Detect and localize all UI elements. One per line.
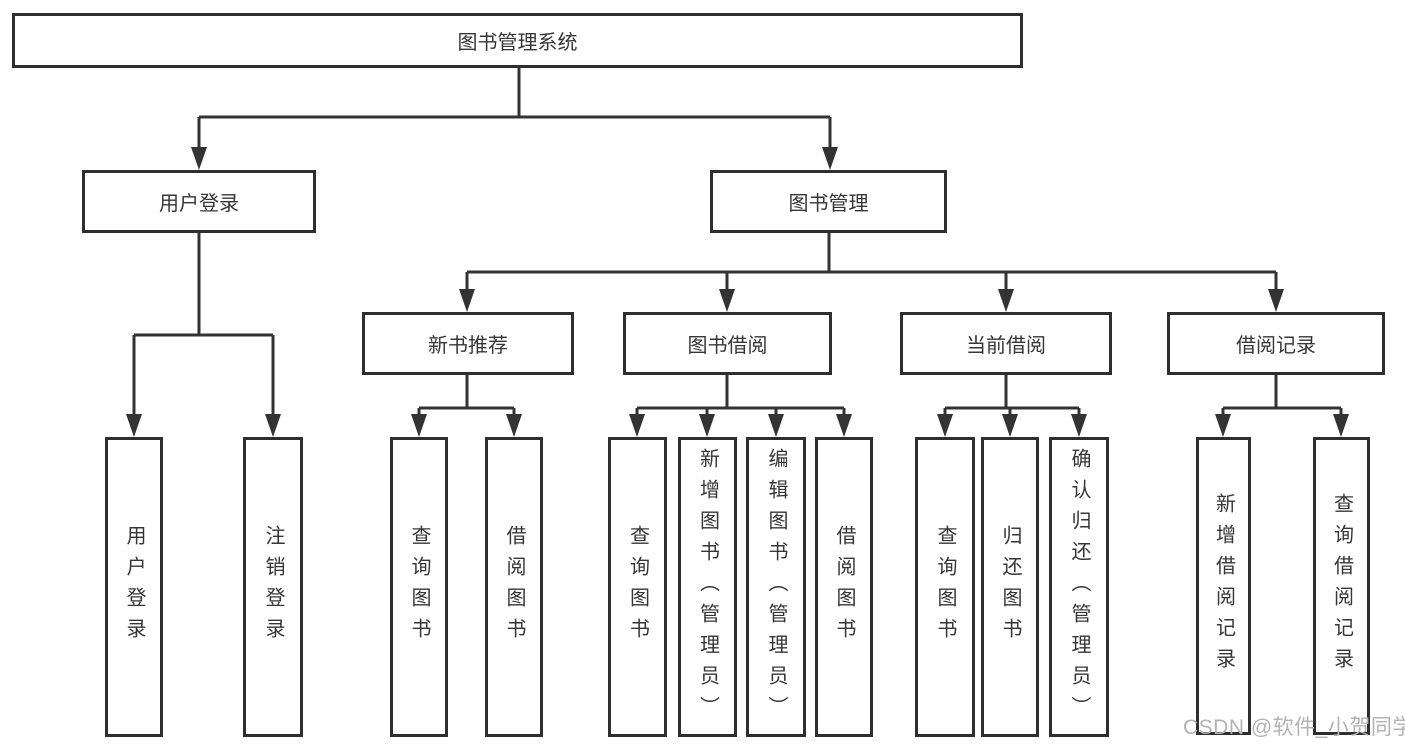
node-label: 查询图书 <box>626 525 649 649</box>
csdn-watermark: CSDN @软件_小贺同学 <box>1183 716 1405 739</box>
node-label: 图书管理系统 <box>457 32 578 54</box>
leaf-query-books-3: 查询图书 <box>915 437 975 737</box>
node-label: 新增图书（管理员） <box>696 447 719 727</box>
leaf-add-books-admin: 新增图书（管理员） <box>678 437 737 737</box>
leaf-query-books-1: 查询图书 <box>390 437 448 737</box>
leaf-confirm-return-admin: 确认归还（管理员） <box>1049 437 1109 737</box>
node-book-borrowing: 图书借阅 <box>623 312 832 375</box>
node-system-root: 图书管理系统 <box>12 13 1023 68</box>
node-label: 当前借阅 <box>966 335 1046 357</box>
leaf-logout: 注销登录 <box>243 437 303 737</box>
node-label: 图书管理 <box>788 193 869 215</box>
node-label: 借阅记录 <box>1236 335 1316 357</box>
leaf-add-borrow-record: 新增借阅记录 <box>1196 437 1251 735</box>
node-label: 图书借阅 <box>687 335 768 357</box>
node-borrowing-records: 借阅记录 <box>1167 312 1385 375</box>
node-label: 查询图书 <box>934 525 956 649</box>
leaf-borrow-books-1: 借阅图书 <box>485 437 543 737</box>
node-label: 编辑图书（管理员） <box>765 447 787 727</box>
leaf-query-borrow-record: 查询借阅记录 <box>1313 437 1370 735</box>
node-label: 用户登录 <box>123 525 145 649</box>
leaf-edit-books-admin: 编辑图书（管理员） <box>746 437 806 737</box>
node-label: 确认归还（管理员） <box>1068 447 1090 727</box>
leaf-borrow-books-2: 借阅图书 <box>815 437 873 737</box>
arrowheads <box>126 147 1349 437</box>
node-label: 借阅图书 <box>833 525 855 649</box>
leaf-return-books: 归还图书 <box>981 437 1039 737</box>
node-label: 新增借阅记录 <box>1212 493 1235 679</box>
node-label: 查询图书 <box>408 525 430 649</box>
node-label: 新书推荐 <box>428 335 508 357</box>
leaf-user-login: 用户登录 <box>105 437 163 737</box>
node-user-login: 用户登录 <box>82 170 316 233</box>
node-label: 注销登录 <box>262 525 284 649</box>
node-label: 借阅图书 <box>503 525 525 649</box>
node-label: 归还图书 <box>999 525 1021 649</box>
node-new-book-recommend: 新书推荐 <box>362 312 574 375</box>
node-current-borrowing: 当前借阅 <box>900 312 1112 375</box>
node-book-management: 图书管理 <box>710 170 947 233</box>
leaf-query-books-2: 查询图书 <box>608 437 667 737</box>
node-label: 查询借阅记录 <box>1330 493 1353 679</box>
node-label: 用户登录 <box>159 193 239 215</box>
